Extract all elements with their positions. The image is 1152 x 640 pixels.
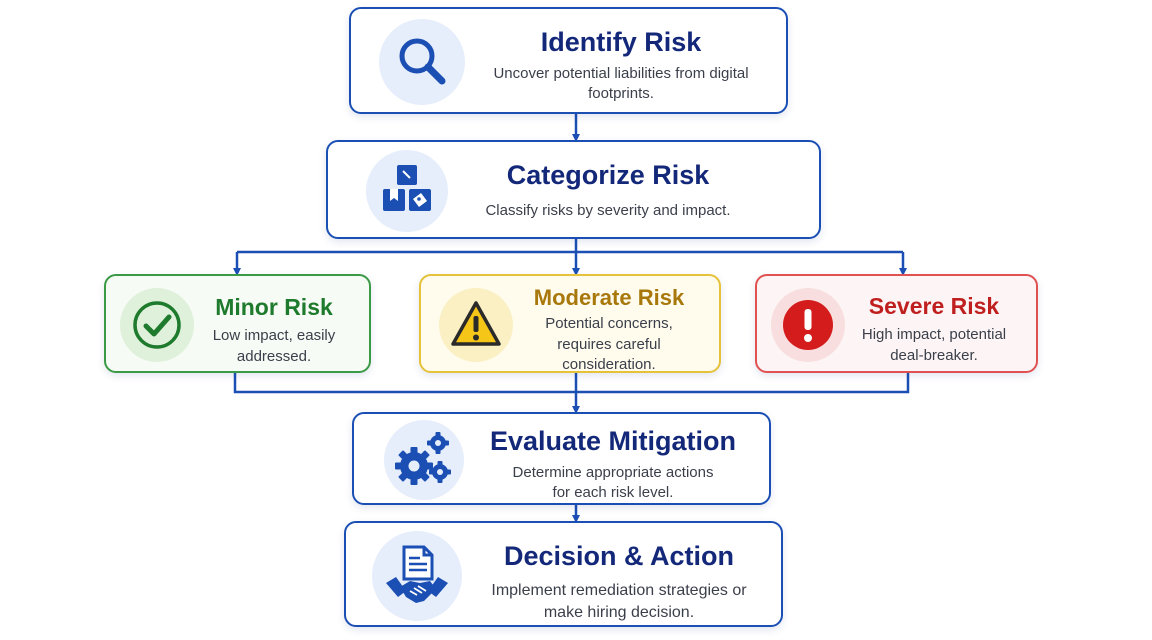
severe-desc: High impact, potential deal-breaker. <box>861 326 1007 364</box>
categorize-title: Categorize Risk <box>506 160 710 190</box>
categorize-risk-card: Categorize Risk Classify risks by severi… <box>326 140 821 239</box>
document-handshake-icon <box>386 545 448 603</box>
warning-triangle-icon <box>451 301 501 346</box>
evaluate-title: Evaluate Mitigation <box>489 426 737 456</box>
severe-text: Severe Risk High impact, potential deal-… <box>855 293 1013 366</box>
decision-text: Decision & Action Implement remediation … <box>474 541 764 623</box>
categorize-desc: Classify risks by severity and impact. <box>485 202 731 220</box>
moderate-risk-card: Moderate Risk Potential concerns, requir… <box>419 274 721 373</box>
moderate-title: Moderate Risk <box>533 285 685 310</box>
decision-icon-circle <box>372 531 462 621</box>
evaluate-icon-circle <box>384 420 464 500</box>
merge-line <box>233 373 910 394</box>
severe-title: Severe Risk <box>868 293 1000 319</box>
identify-title: Identify Risk <box>540 27 702 57</box>
tagged-boxes-icon <box>383 165 431 211</box>
moderate-desc: Potential concerns, requires careful con… <box>545 315 673 373</box>
minor-desc: Low impact, easily addressed. <box>212 327 336 365</box>
evaluate-text: Evaluate Mitigation Determine appropriat… <box>478 426 748 504</box>
decision-title: Decision & Action <box>503 541 735 571</box>
identify-text: Identify Risk Uncover potential liabilit… <box>471 27 771 105</box>
categorize-text: Categorize Risk Classify risks by severi… <box>468 160 748 221</box>
evaluate-desc: Determine appropriate actions for each r… <box>512 464 714 502</box>
identify-risk-card: Identify Risk Uncover potential liabilit… <box>349 7 788 114</box>
minor-icon-circle <box>120 288 194 362</box>
minor-text: Minor Risk Low impact, easily addressed. <box>202 294 346 367</box>
gears-icon <box>395 432 451 485</box>
severe-risk-card: Severe Risk High impact, potential deal-… <box>755 274 1038 373</box>
decision-action-card: Decision & Action Implement remediation … <box>344 521 783 627</box>
exclamation-icon <box>783 300 833 350</box>
identify-desc: Uncover potential liabilities from digit… <box>493 65 749 103</box>
severe-icon-circle <box>771 288 845 362</box>
moderate-text: Moderate Risk Potential concerns, requir… <box>523 285 695 375</box>
decision-desc: Implement remediation strategies or make… <box>491 582 747 621</box>
checkmark-icon <box>133 301 181 349</box>
evaluate-mitigation-card: Evaluate Mitigation Determine appropriat… <box>352 412 771 505</box>
moderate-icon-circle <box>439 288 513 362</box>
magnifying-glass-icon <box>399 38 446 85</box>
minor-title: Minor Risk <box>215 294 333 320</box>
identify-icon-circle <box>379 19 465 105</box>
categorize-icon-circle <box>366 150 448 232</box>
minor-risk-card: Minor Risk Low impact, easily addressed. <box>104 274 371 373</box>
